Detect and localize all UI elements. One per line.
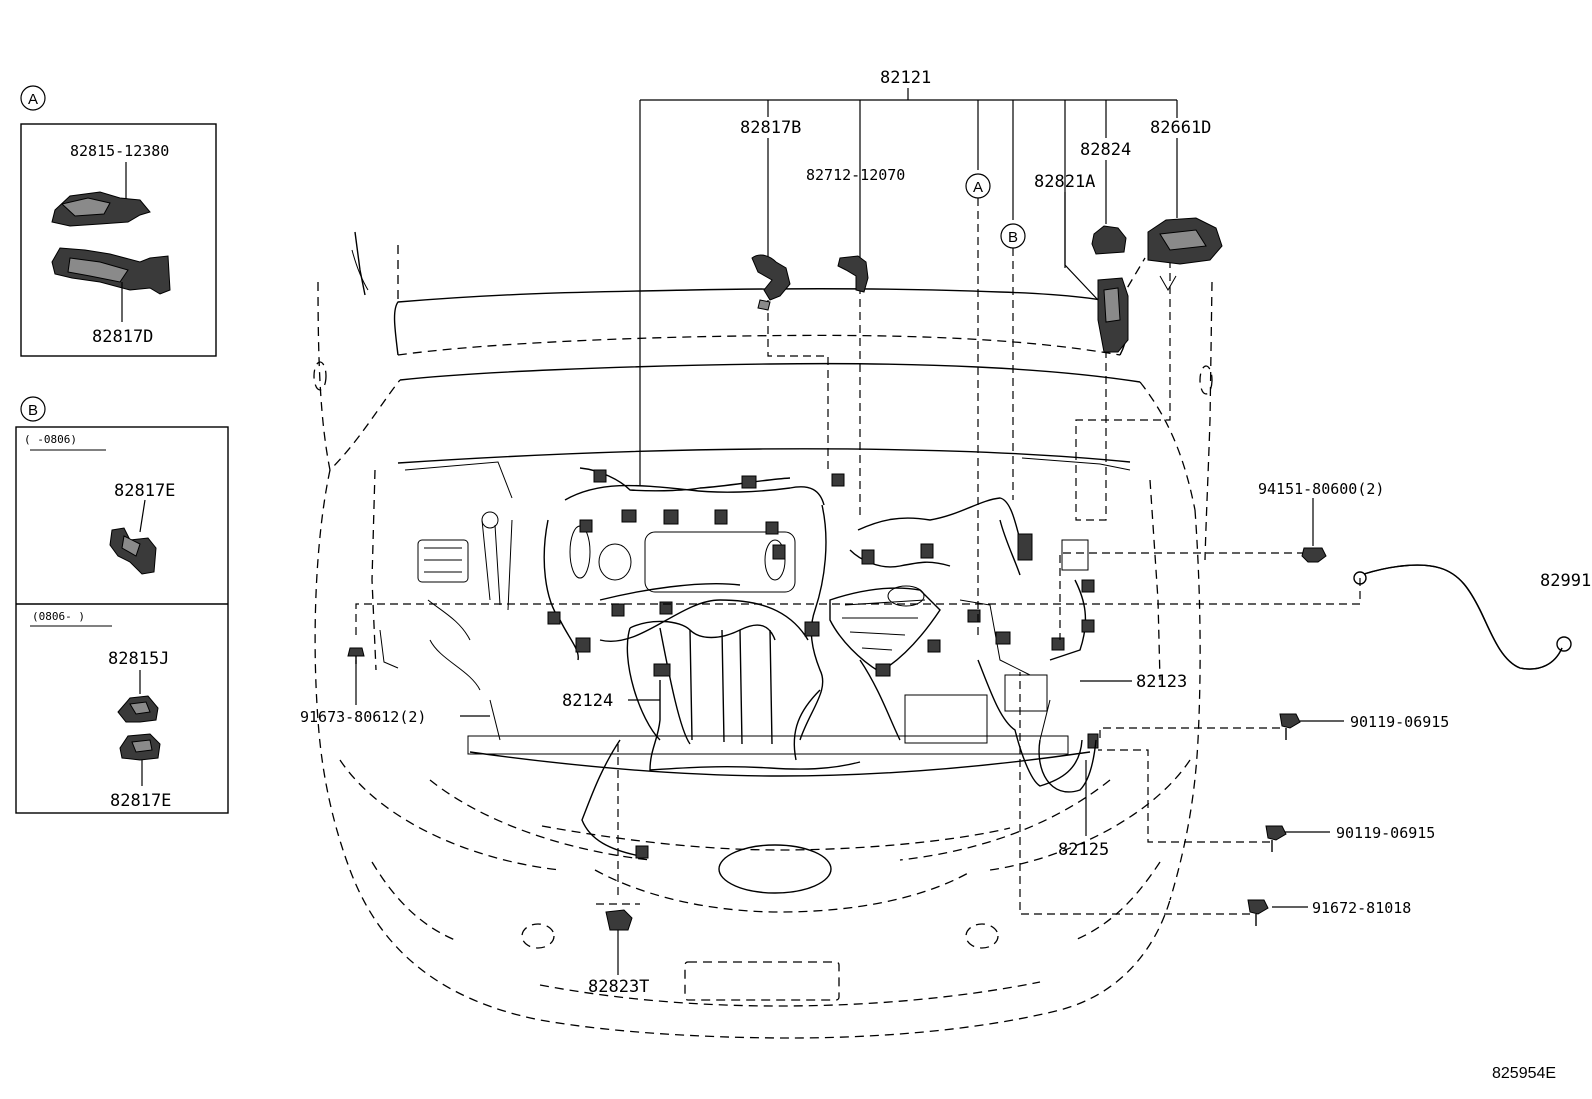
bolt-91672-81018 (1247, 899, 1269, 926)
bolt-91673-80612 (347, 647, 365, 664)
part-94151-80600-clip (1301, 547, 1327, 563)
callout-b-circle (20, 396, 46, 422)
label-82123: 82123 (1136, 672, 1187, 692)
engine-compartment (379, 467, 1099, 859)
label-82817E-upper: 82817E (114, 481, 175, 501)
harness-82125-section (1038, 739, 1097, 793)
label-82124: 82124 (562, 691, 613, 711)
vehicle-outline (313, 231, 1213, 1039)
bolt-90119-06915-upper (1279, 713, 1301, 740)
svg-text:B: B (1008, 229, 1018, 246)
label-82125: 82125 (1058, 840, 1109, 860)
label-82815-12380: 82815-12380 (70, 142, 169, 160)
label-94151-80600: 94151-80600(2) (1258, 480, 1384, 498)
label-82817E-lower: 82817E (110, 791, 171, 811)
label-82821A: 82821A (1034, 172, 1095, 192)
callout-a-marker: A (965, 173, 991, 199)
label-91673-80612: 91673-80612(2) (300, 708, 426, 726)
part-82661D (1147, 217, 1223, 265)
bolt-90119-06915-lower (1265, 825, 1287, 852)
label-90119-06915-upper: 90119-06915 (1350, 713, 1449, 731)
svg-text:A: A (973, 179, 983, 196)
part-82991-ground-cable (1353, 564, 1572, 670)
part-82824 (1091, 225, 1127, 255)
part-82817D (51, 247, 171, 295)
label-82817B: 82817B (740, 118, 801, 138)
inset-b: B ( -0806) 82817E (0806- ) 82815J 82817E (15, 396, 229, 814)
part-82815-12380 (51, 191, 151, 227)
range-from-0806: (0806- ) (32, 610, 85, 623)
label-82823T: 82823T (588, 977, 649, 997)
label-90119-06915-lower: 90119-06915 (1336, 824, 1435, 842)
callout-a-letter: A (28, 91, 38, 108)
range-upto-0806: ( -0806) (24, 433, 77, 446)
label-82661D: 82661D (1150, 118, 1211, 138)
diagram-reference-id: 825954E (1492, 1065, 1556, 1082)
callout-b-marker: B (1000, 223, 1026, 249)
intake-manifold (569, 525, 796, 745)
label-82815J: 82815J (108, 649, 169, 669)
callout-b-letter: B (28, 402, 38, 419)
part-82821A (1097, 277, 1129, 353)
label-82824: 82824 (1080, 140, 1131, 160)
callout-a-circle (20, 85, 46, 111)
air-intake-hose (829, 585, 941, 673)
label-82121: 82121 (880, 68, 931, 88)
harness-connectors (547, 469, 1099, 859)
label-82991: 82991 (1540, 571, 1591, 591)
part-82817E-upper (109, 527, 157, 575)
label-91672-81018: 91672-81018 (1312, 899, 1411, 917)
part-82712-12070 (837, 255, 869, 293)
inset-a-frame (20, 123, 217, 357)
part-82815J (117, 695, 159, 723)
label-82712-12070: 82712-12070 (806, 166, 905, 184)
leader-lines (355, 88, 1361, 975)
label-82817D: 82817D (92, 327, 153, 347)
inset-b-frame (15, 426, 229, 814)
part-82823T-clamp (605, 909, 633, 931)
inset-a: A 82815-12380 82817D (20, 85, 217, 357)
part-82817E-lower (119, 733, 161, 761)
part-82817B (751, 254, 791, 311)
